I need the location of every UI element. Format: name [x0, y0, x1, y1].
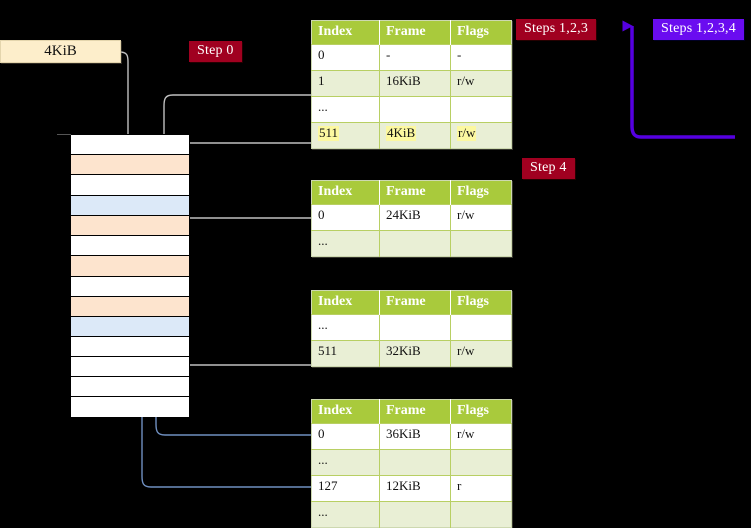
memory-row — [71, 236, 189, 256]
memory-row — [71, 337, 189, 357]
page-table-pml4: Index Frame Flags 0 - - 1 16KiB r/w ... — [311, 20, 512, 150]
table-row-highlighted: 511 4KiB r/w — [311, 122, 512, 149]
memory-row — [71, 196, 189, 216]
cell-index-text: 511 — [318, 125, 340, 142]
physical-memory-grid — [57, 134, 190, 417]
memory-row — [57, 134, 189, 277]
cell-frame — [379, 501, 451, 528]
badge-steps-123: Steps 1,2,3 — [516, 19, 597, 40]
cell-flags — [450, 230, 512, 257]
column-header-frame: Frame — [379, 399, 451, 424]
table-row: 0 - - — [311, 44, 512, 71]
table-header-row: Index Frame Flags — [311, 180, 512, 205]
cell-frame: 12KiB — [379, 475, 451, 502]
table-header-row: Index Frame Flags — [311, 290, 512, 315]
cell-flags — [450, 449, 512, 476]
table-row: 511 32KiB r/w — [311, 340, 512, 367]
badge-steps-1234: Steps 1,2,3,4 — [653, 19, 744, 40]
cell-frame: 4KiB — [379, 122, 451, 149]
cell-frame: 32KiB — [379, 340, 451, 367]
table-header-row: Index Frame Flags — [311, 20, 512, 45]
column-header-index: Index — [311, 290, 380, 315]
memory-row — [57, 134, 189, 175]
cell-flags — [450, 501, 512, 528]
cell-index: ... — [311, 449, 380, 476]
cell-index: 511 — [311, 122, 380, 149]
memory-row — [57, 134, 189, 236]
cell-flags-text: r/w — [457, 125, 477, 142]
column-header-flags: Flags — [450, 180, 512, 205]
table-row: ... — [311, 314, 512, 341]
column-header-frame: Frame — [379, 20, 451, 45]
cell-frame-text: 4KiB — [386, 125, 417, 142]
cell-flags: r/w — [450, 204, 512, 231]
cell-flags: r — [450, 475, 512, 502]
cell-index: 0 — [311, 423, 380, 450]
cell-flags: r/w — [450, 340, 512, 367]
table-row: 1 16KiB r/w — [311, 70, 512, 97]
cell-frame — [379, 230, 451, 257]
memory-row — [71, 397, 189, 417]
column-header-flags: Flags — [450, 290, 512, 315]
cell-index: 0 — [311, 44, 380, 71]
table-row: ... — [311, 449, 512, 476]
cell-flags: r/w — [450, 423, 512, 450]
memory-row — [57, 134, 189, 317]
table-row: ... — [311, 501, 512, 528]
memory-row — [71, 377, 189, 397]
cell-frame — [379, 449, 451, 476]
cell-frame — [379, 96, 451, 123]
table-row: 0 24KiB r/w — [311, 204, 512, 231]
cell-frame: - — [379, 44, 451, 71]
cell-frame: 36KiB — [379, 423, 451, 450]
table-header-row: Index Frame Flags — [311, 399, 512, 424]
table-row: 0 36KiB r/w — [311, 423, 512, 450]
memory-row — [57, 134, 189, 196]
cell-flags — [450, 96, 512, 123]
cell-flags: r/w — [450, 122, 512, 149]
memory-row — [57, 134, 189, 155]
cell-flags — [450, 314, 512, 341]
column-header-frame: Frame — [379, 290, 451, 315]
page-table-pd: Index Frame Flags ... 511 32KiB r/w — [311, 290, 512, 368]
table-row: ... — [311, 96, 512, 123]
column-header-index: Index — [311, 399, 380, 424]
cell-index: 511 — [311, 340, 380, 367]
page-table-pt: Index Frame Flags 0 36KiB r/w ... 127 12… — [311, 399, 512, 528]
badge-step-0: Step 0 — [189, 41, 242, 62]
cell-frame: 16KiB — [379, 70, 451, 97]
memory-row — [71, 317, 189, 337]
cell-index: ... — [311, 501, 380, 528]
cell-index: ... — [311, 314, 380, 341]
badge-step-4: Step 4 — [522, 158, 575, 179]
memory-row — [71, 277, 189, 297]
cell-flags: - — [450, 44, 512, 71]
cell-flags: r/w — [450, 70, 512, 97]
table-row: ... — [311, 230, 512, 257]
cell-index: 127 — [311, 475, 380, 502]
column-header-index: Index — [311, 20, 380, 45]
page-table-pdp: Index Frame Flags 0 24KiB r/w ... — [311, 180, 512, 258]
column-header-index: Index — [311, 180, 380, 205]
table-row: 127 12KiB r — [311, 475, 512, 502]
column-header-flags: Flags — [450, 20, 512, 45]
cell-index: ... — [311, 96, 380, 123]
cell-frame — [379, 314, 451, 341]
cell-index: 1 — [311, 70, 380, 97]
cell-index: 0 — [311, 204, 380, 231]
column-header-flags: Flags — [450, 399, 512, 424]
frame-size-box: 4KiB — [0, 40, 121, 63]
cell-frame: 24KiB — [379, 204, 451, 231]
column-header-frame: Frame — [379, 180, 451, 205]
cell-index: ... — [311, 230, 380, 257]
memory-row — [71, 357, 189, 377]
